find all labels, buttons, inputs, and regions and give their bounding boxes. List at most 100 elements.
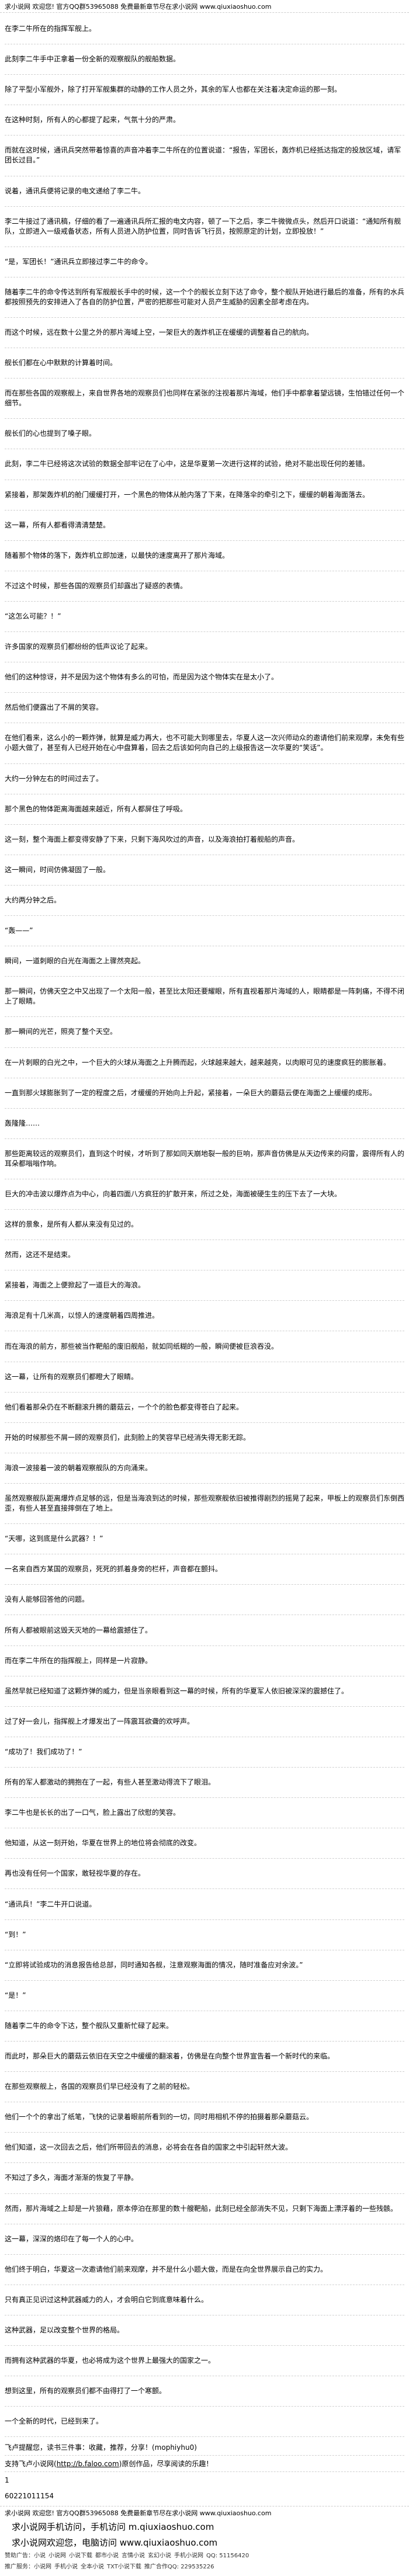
paragraph-text: 只有真正见识过这种武器威力的人，才会明白它到底意味着什么。: [5, 2295, 209, 2304]
footer-ad-link[interactable]: 小说: [34, 2553, 46, 2559]
paragraph: 李二牛也是长长的出了一口气，脸上露出了欣慰的笑容。: [5, 1798, 404, 1829]
chapter-code-text: 60221011154: [5, 2491, 54, 2500]
footer-ad-link[interactable]: 小说网: [48, 2553, 66, 2559]
paragraph-text: 再也没有任何一个国家，敢轻视华夏的存在。: [5, 1869, 145, 1878]
paragraph-text: 那一瞬间的光芒，照亮了整个天空。: [5, 1027, 117, 1036]
mobile-access-line: 求小说网手机访问，手机访问 m.qiuxiaoshuo.com: [5, 2521, 404, 2533]
top-site-notice: 求小说网 欢迎您! 官方QQ群53965088 免费最新章节尽在求小说网 www…: [0, 0, 409, 13]
paragraph: 不过这个时候，那些各国的观察员们却露出了疑惑的表情。: [5, 571, 404, 602]
paragraph-text: 而在那些各国的观察舰上，来自世界各地的观察员们也同样在紧张的注视着那片海域，他们…: [5, 389, 405, 408]
paragraph-text: 随着那个物体的落下，轰炸机立即加速，以最快的速度离开了那片海域。: [5, 551, 230, 560]
paragraph: 紧接着，那架轰炸机的舱门缓缓打开，一个黑色的物体从舱内落了下来，在降落伞的牵引之…: [5, 480, 404, 511]
paragraph-text: 而拥有这种武器的华夏，也必将成为这个世界上最强大的国家之一。: [5, 2356, 216, 2365]
chapter-code: 60221011154: [5, 2488, 404, 2504]
paragraph-text: 李二牛接过了通讯稿，仔细的看了一遍通讯兵所汇报的电文内容，顿了一下之后，李二牛微…: [5, 217, 401, 235]
paragraph: 许多国家的观察员们都纷纷的低声议论了起来。: [5, 632, 404, 663]
paragraph-text: 虽然早就已经知道了这颗炸弹的威力，但是当亲眼看到这一幕的时候，所有的华夏军人依旧…: [5, 1686, 349, 1695]
paragraph: 随着那个物体的落下，轰炸机立即加速，以最快的速度离开了那片海域。: [5, 541, 404, 571]
pc-access-line: 求小说网欢迎您，电脑访问 www.qiuxiaoshuo.com: [5, 2536, 404, 2549]
pc-access-text: 求小说网欢迎您，电脑访问: [12, 2537, 120, 2548]
footer-ad-link[interactable]: 都市小说: [95, 2553, 119, 2559]
paragraph-text: “到！”: [5, 1930, 26, 1939]
paragraph: 除了平型小军舰外，除了打开军舰集群的动静的工作人员之外，其余的军人也都在关注着决…: [5, 75, 404, 106]
paragraph: “这怎么可能？！”: [5, 602, 404, 633]
paragraph-text: 紧接着，那架轰炸机的舱门缓缓打开，一个黑色的物体从舱内落了下来，在降落伞的牵引之…: [5, 490, 370, 499]
paragraph-text: 他们终于明白，华夏这一次邀请他们前来观摩，并不是什么小题大做，而是在向全世界展示…: [5, 2265, 328, 2273]
paragraph-text: 这一幕，让所有的观察员们都瞪大了眼睛。: [5, 1372, 138, 1381]
top-notice-site-link[interactable]: www.qiuxiaoshuo.com: [199, 3, 272, 11]
promo-contact: 推广合作QQ: 229535226: [144, 2564, 214, 2570]
paragraph-text: 李二牛也是长长的出了一口气，脸上露出了欣慰的笑容。: [5, 1808, 181, 1817]
paragraph: “轰——”: [5, 916, 404, 947]
paragraph: 所有的军人都激动的拥抱在了一起，有些人甚至激动得流下了眼泪。: [5, 1768, 404, 1799]
paragraph-text: 巨大的冲击波以爆炸点为中心，向着四面八方疯狂的扩散开来，所过之处，海面被硬生生的…: [5, 1189, 342, 1198]
paragraph: 那些距离较远的观察员们，直到这个时候，才听到了那如同天崩地裂一般的巨响，那声音仿…: [5, 1139, 404, 1179]
paragraph: “是，军团长！”通讯兵立即接过李二牛的命令。: [5, 247, 404, 277]
paragraph-text: 那个黑色的物体距离海面越来越近，所有人都屏住了呼吸。: [5, 804, 188, 813]
paragraph-text: 随着李二牛的命令传达到所有军舰舰长手中的时候，这一个个的舰长立刻下达了命令，整个…: [5, 287, 405, 306]
paragraph: 没有人能够回答他的问题。: [5, 1585, 404, 1616]
paragraph: 紧接着，海面之上便掀起了一道巨大的海浪。: [5, 1270, 404, 1301]
faloo-link[interactable]: http://b.faloo.com: [56, 2459, 119, 2468]
footer-ad-link[interactable]: 玄幻小说: [148, 2553, 171, 2559]
paragraph: 在李二牛所在的指挥军舰上。: [5, 14, 404, 45]
footer-ad-link[interactable]: 全本小说: [81, 2564, 104, 2570]
reading-reminder-text: 飞卢提醒您，读书三件事：收藏，推荐，分享！(mophiyhu0): [5, 2443, 197, 2452]
paragraph: “立即将试验成功的消息报告给总部，同时通知各舰，注意观察海面的情况，随时准备应对…: [5, 1950, 404, 1981]
paragraph-text: 所有的军人都激动的拥抱在了一起，有些人甚至激动得流下了眼泪。: [5, 1778, 216, 1787]
support-line: 支持飞卢小说网(http://b.faloo.com)原创作品，尽享阅读的乐趣！: [5, 2456, 404, 2472]
paragraph: 虽然观察舰队距离爆炸点足够的远，但是当海浪到达的时候，那些观察舰依旧被推得剧烈的…: [5, 1484, 405, 1525]
paragraph: 而在李二牛所在的指挥舰上，同样是一片寂静。: [5, 1646, 404, 1676]
footer-ad-link[interactable]: 手机小说: [54, 2564, 78, 2570]
paragraph-text: 海浪一波接着一波的朝着观察舰队的方向涌来。: [5, 1463, 152, 1472]
support-prefix: 支持飞卢小说网(: [5, 2459, 57, 2468]
footer-notice-link[interactable]: www.qiuxiaoshuo.com: [199, 2509, 272, 2517]
paragraph: 那个黑色的物体距离海面越来越近，所有人都屏住了呼吸。: [5, 794, 404, 825]
site-footer: 求小说网 欢迎您! 官方QQ群53965088 免费最新章节尽在求小说网 www…: [0, 2506, 409, 2574]
footer-ad-link[interactable]: TXT小说下载: [107, 2564, 141, 2570]
paragraph: 随着李二牛的命令传达到所有军舰舰长手中的时候，这一个个的舰长立刻下达了命令，整个…: [5, 277, 404, 318]
paragraph-text: 这种武器，足以改变整个世界的格局。: [5, 2326, 124, 2335]
paragraph: 那一瞬间，仿佛天空之中又出现了一个太阳一般，甚至比太阳还要耀眼，所有直视着那片海…: [5, 977, 404, 1018]
paragraph-text: 虽然观察舰队距离爆炸点足够的远，但是当海浪到达的时候，那些观察舰依旧被推得剧烈的…: [5, 1494, 405, 1513]
paragraph: 此刻，李二牛已经将这次试验的数据全部牢记在了心中，这是华夏第一次进行这样的试验，…: [5, 449, 404, 480]
paragraph-text: 不过这个时候，那些各国的观察员们却露出了疑惑的表情。: [5, 581, 188, 590]
paragraph-text: 而此时，那朵巨大的蘑菇云依旧在天空之中缓缓的翻滚着，仿佛是在向整个世界宣告着一个…: [5, 2052, 335, 2061]
paragraph: 这一幕，深深的烙印在了每一个人的心中。: [5, 2224, 404, 2255]
paragraph: 他们一个个的拿出了纸笔，飞快的记录着眼前所看到的一切，同时用相机不停的拍摄着那朵…: [5, 2102, 404, 2133]
paragraph: 然而，那片海域之上却是一片狼藉，原本停泊在那里的数十艘靶船，此刻已经全部消失不见…: [5, 2194, 404, 2224]
paragraph: 随着李二牛的命令下达，整个舰队又重新忙碌了起来。: [5, 2011, 404, 2042]
paragraph-text: 没有人能够回答他的问题。: [5, 1595, 89, 1604]
pc-site-link[interactable]: www.qiuxiaoshuo.com: [119, 2537, 218, 2548]
paragraph: 开始的时候那些不屑一顾的观察员们，此刻脸上的笑容早已经消失得无影无踪。: [5, 1423, 404, 1453]
footer-ad-link[interactable]: 言情小说: [122, 2553, 145, 2559]
paragraph-text: 轰隆隆……: [5, 1119, 40, 1127]
paragraph: 这样的景象，是所有人都从来没有见过的。: [5, 1210, 404, 1241]
paragraph: 李二牛接过了通讯稿，仔细的看了一遍通讯兵所汇报的电文内容，顿了一下之后，李二牛微…: [5, 207, 404, 247]
paragraph: 再也没有任何一个国家，敢轻视华夏的存在。: [5, 1859, 404, 1890]
page-number-text: 1: [5, 2476, 9, 2484]
footer-ad-link[interactable]: 手机小说网: [174, 2553, 203, 2559]
top-notice-text: 求小说网 欢迎您! 官方QQ群53965088 免费最新章节尽在求小说网: [5, 3, 200, 11]
mobile-site-link[interactable]: m.qiuxiaoshuo.com: [128, 2522, 214, 2532]
paragraph: 在一片刺眼的白光之中，一个巨大的火球从海面之上升腾而起，火球越来越大，越来越亮，…: [5, 1048, 404, 1078]
footer-ad-link[interactable]: 小说下载: [69, 2553, 92, 2559]
paragraph: 这一刻，整个海面上都变得安静了下来，只剩下海风吹过的声音，以及海浪拍打着舰船的声…: [5, 825, 404, 855]
paragraph-text: 而在海浪的前方，那些被当作靶船的废旧舰船，就如同纸糊的一般，瞬间便被巨浪吞没。: [5, 1342, 279, 1351]
paragraph: 在这种时刻，所有人的心都提了起来，气氛十分的严肃。: [5, 105, 404, 136]
sponsor-ad-links: 小说小说网小说下载都市小说言情小说玄幻小说手机小说网: [34, 2553, 206, 2559]
paragraph-text: 他们的这种惊讶，并不是因为这个物体有多么的可怕，而是因为这个物体实在是太小了。: [5, 673, 279, 682]
paragraph-text: 然而，这还不是结束。: [5, 1251, 75, 1259]
paragraph-text: 说着，通讯兵便将记录的电文递给了李二牛。: [5, 186, 145, 195]
paragraph-text: 然后他们便露出了不屑的笑容。: [5, 703, 103, 712]
paragraph: 瞬间，一道刺眼的白光在海面之上骤然亮起。: [5, 946, 404, 977]
footer-ad-link[interactable]: 小说网: [34, 2564, 51, 2570]
paragraph-text: “立即将试验成功的消息报告给总部，同时通知各舰，注意观察海面的情况，随时准备应对…: [5, 1960, 303, 1969]
paragraph: 一直到那火球膨胀到了一定的程度之后，才缓缓的开始向上升起，紧接着，一朵巨大的蘑菇…: [5, 1078, 404, 1109]
sponsor-ad-contact: QQ: 51156420: [206, 2553, 249, 2559]
paragraph-text: 此刻，李二牛已经将这次试验的数据全部牢记在了心中，这是华夏第一次进行这样的试验，…: [5, 460, 370, 468]
paragraph: 一个全新的时代，已经到来了。: [5, 2407, 404, 2438]
paragraph-text: 一名来自西方某国的观察员，死死的抓着身旁的栏杆，声音都在颤抖。: [5, 1565, 223, 1574]
paragraph: 他们的这种惊讶，并不是因为这个物体有多么的可怕，而是因为这个物体实在是太小了。: [5, 662, 404, 693]
